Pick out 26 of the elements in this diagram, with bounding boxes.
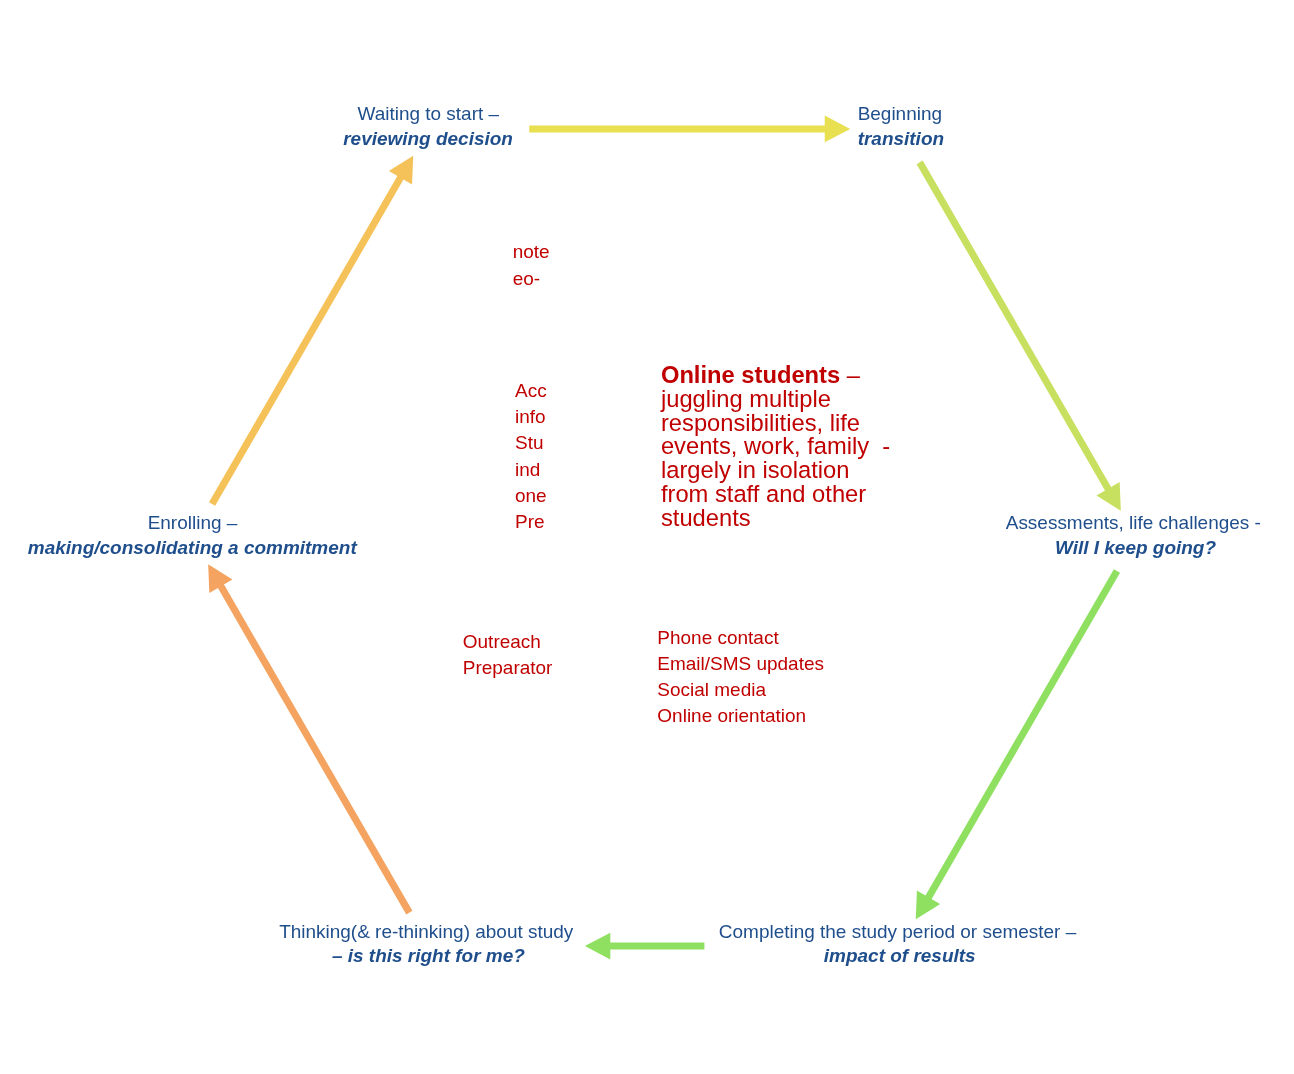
arrow [208,155,414,506]
arrow [584,932,705,959]
arrow [915,568,1121,919]
node-text: Thinking(& re-thinking) about study – is this right for me? [279,919,574,966]
label: Stu [515,431,544,453]
node-text: Beginning transition [857,102,945,149]
label: Pre [515,510,545,532]
node-text: Online students – juggling multiple responsibilities, life events, work, family - largely in isolation from staff and other students [660,361,891,531]
label: ind [515,458,541,480]
label: Acc [515,379,547,401]
label: Social media [657,678,766,700]
node-text: Waiting to start – reviewing decision [343,102,513,149]
node-text: Enrolling – making/consolidating a commitment [27,511,357,558]
node-text: Completing the study period or semester – impact of results [718,919,1077,966]
label: Preparator [462,656,553,678]
label: Email/SMS updates [657,652,824,674]
label: note [512,240,550,262]
label: Outreach [462,630,541,652]
label: Phone contact [657,626,779,648]
label: eo- [512,267,541,289]
label: info [515,405,546,427]
label: one [515,484,547,506]
label: Online orientation [657,704,807,726]
arrow [916,160,1121,511]
arrow [208,563,413,914]
node-text: Assessments, life challenges - Will I keep going? [1005,511,1261,558]
